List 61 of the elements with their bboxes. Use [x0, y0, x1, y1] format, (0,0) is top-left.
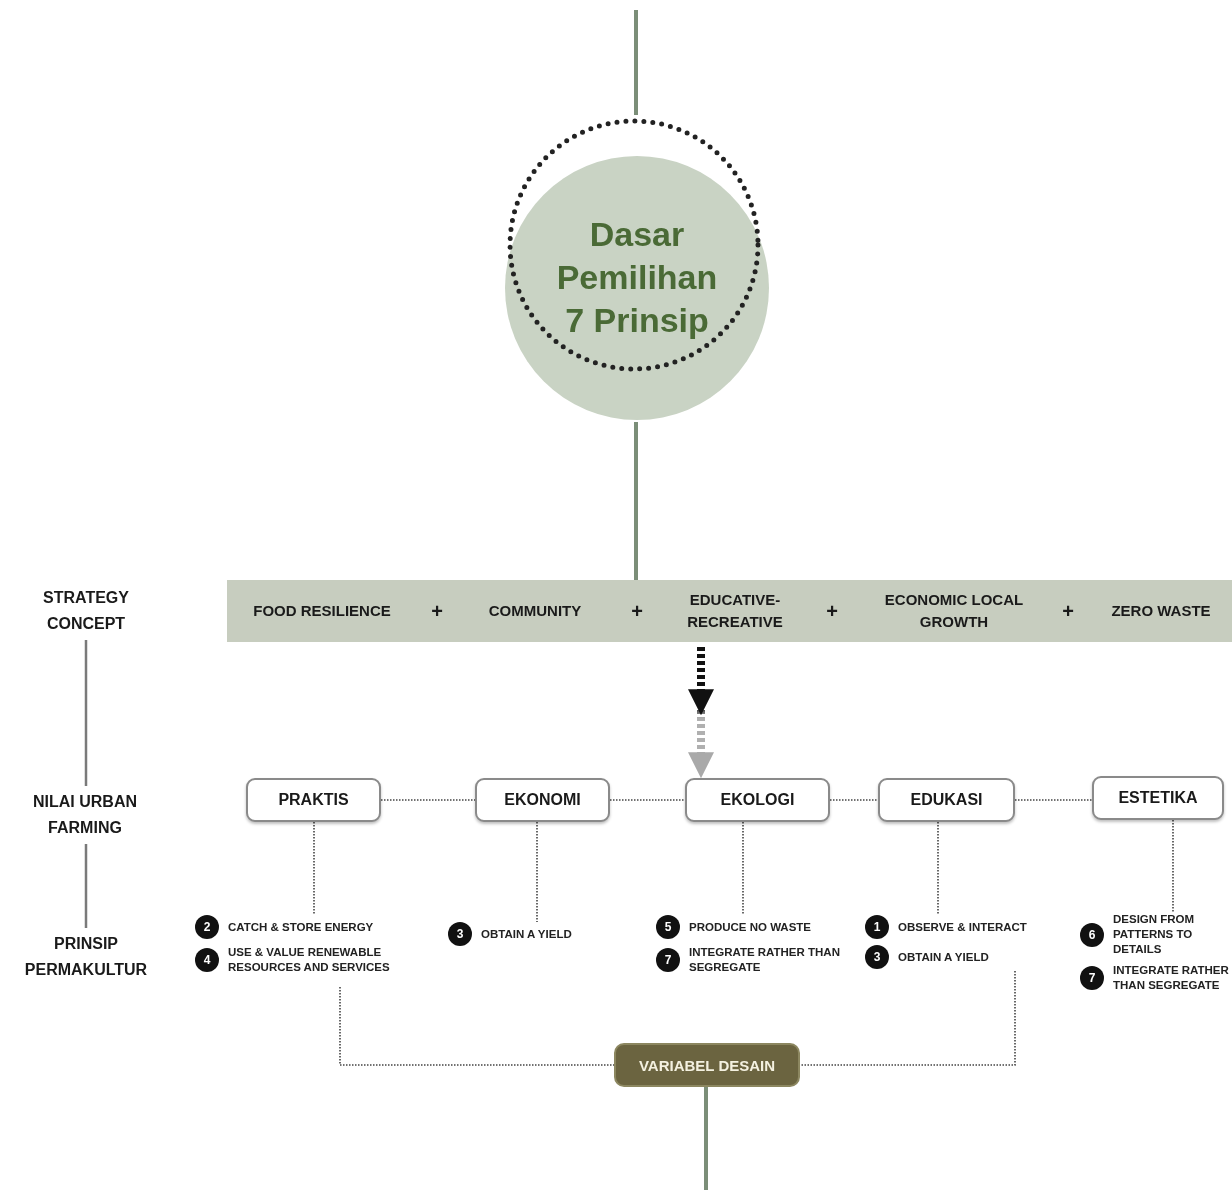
dotted-connector [380, 799, 476, 801]
strategy-item: EDUCATIVE- RECREATIVE [686, 590, 784, 632]
connector-line [634, 10, 638, 115]
value-box [1092, 776, 1224, 820]
strategy-item: ZERO WASTE [1110, 601, 1212, 621]
value-label: EKOLOGI [719, 791, 796, 809]
plus-sign: + [1061, 600, 1075, 622]
connector-line [84, 640, 88, 786]
strategy-band [227, 580, 1232, 642]
strategy-item: ECONOMIC LOCAL GROWTH [883, 590, 1025, 632]
principle-text: INTEGRATE RATHER THAN SEGREGATE [1113, 963, 1230, 993]
value-label: ESTETIKA [1117, 789, 1199, 807]
dotted-connector [742, 821, 744, 916]
value-label: EKONOMI [503, 791, 582, 809]
plus-sign: + [825, 600, 839, 622]
value-box [246, 778, 381, 822]
connector-line [84, 844, 88, 928]
dotted-connector [609, 799, 686, 801]
plus-sign: + [630, 600, 644, 622]
value-label: EDUKASI [909, 791, 984, 809]
principle-text: USE & VALUE RENEWABLE RESOURCES AND SERVICES [228, 945, 391, 975]
dotted-connector [313, 821, 315, 916]
dotted-connector [1172, 819, 1174, 913]
connector-line [634, 422, 638, 580]
number-badge: 3 [865, 945, 889, 969]
row-label: STRATEGY CONCEPT [42, 588, 130, 634]
dotted-connector [799, 970, 1016, 1066]
number-badge: 1 [865, 915, 889, 939]
dotted-connector [1014, 799, 1093, 801]
result-box [614, 1043, 800, 1087]
result-label: VARIABEL DESAIN [637, 1056, 777, 1074]
value-box [475, 778, 610, 822]
number-badge: 7 [656, 948, 680, 972]
number-badge: 6 [1080, 922, 1104, 947]
number-badge: 4 [195, 948, 219, 972]
principle-text: PRODUCE NO WASTE [689, 919, 812, 935]
principle-text: DESIGN FROM PATTERNS TO DETAILS [1113, 912, 1196, 957]
strategy-item: COMMUNITY [487, 601, 583, 621]
circle-title: Dasar Pemilihan 7 Prinsip [555, 214, 719, 341]
value-box [878, 778, 1015, 822]
row-label: NILAI URBAN FARMING [32, 792, 138, 838]
value-label: PRAKTIS [277, 791, 350, 809]
principle-text: OBTAIN A YIELD [898, 949, 989, 965]
row-label: PRINSIP PERMAKULTUR [23, 934, 149, 980]
number-badge: 7 [1080, 966, 1104, 990]
number-badge: 5 [656, 915, 680, 939]
connector-line [704, 1087, 708, 1190]
number-badge: 3 [448, 922, 472, 946]
dotted-connector [536, 821, 538, 923]
principle-text: OBTAIN A YIELD [481, 926, 572, 942]
arrow [688, 647, 714, 778]
value-box [685, 778, 830, 822]
principle-text: INTEGRATE RATHER THAN SEGREGATE [689, 945, 841, 975]
dotted-connector [937, 821, 939, 916]
principle-text: OBSERVE & INTERACT [898, 919, 1027, 935]
dotted-connector [339, 986, 615, 1066]
principle-text: CATCH & STORE ENERGY [228, 919, 374, 935]
number-badge: 2 [195, 915, 219, 939]
dotted-connector [829, 799, 879, 801]
plus-sign: + [430, 600, 444, 622]
strategy-item: FOOD RESILIENCE [252, 601, 392, 621]
